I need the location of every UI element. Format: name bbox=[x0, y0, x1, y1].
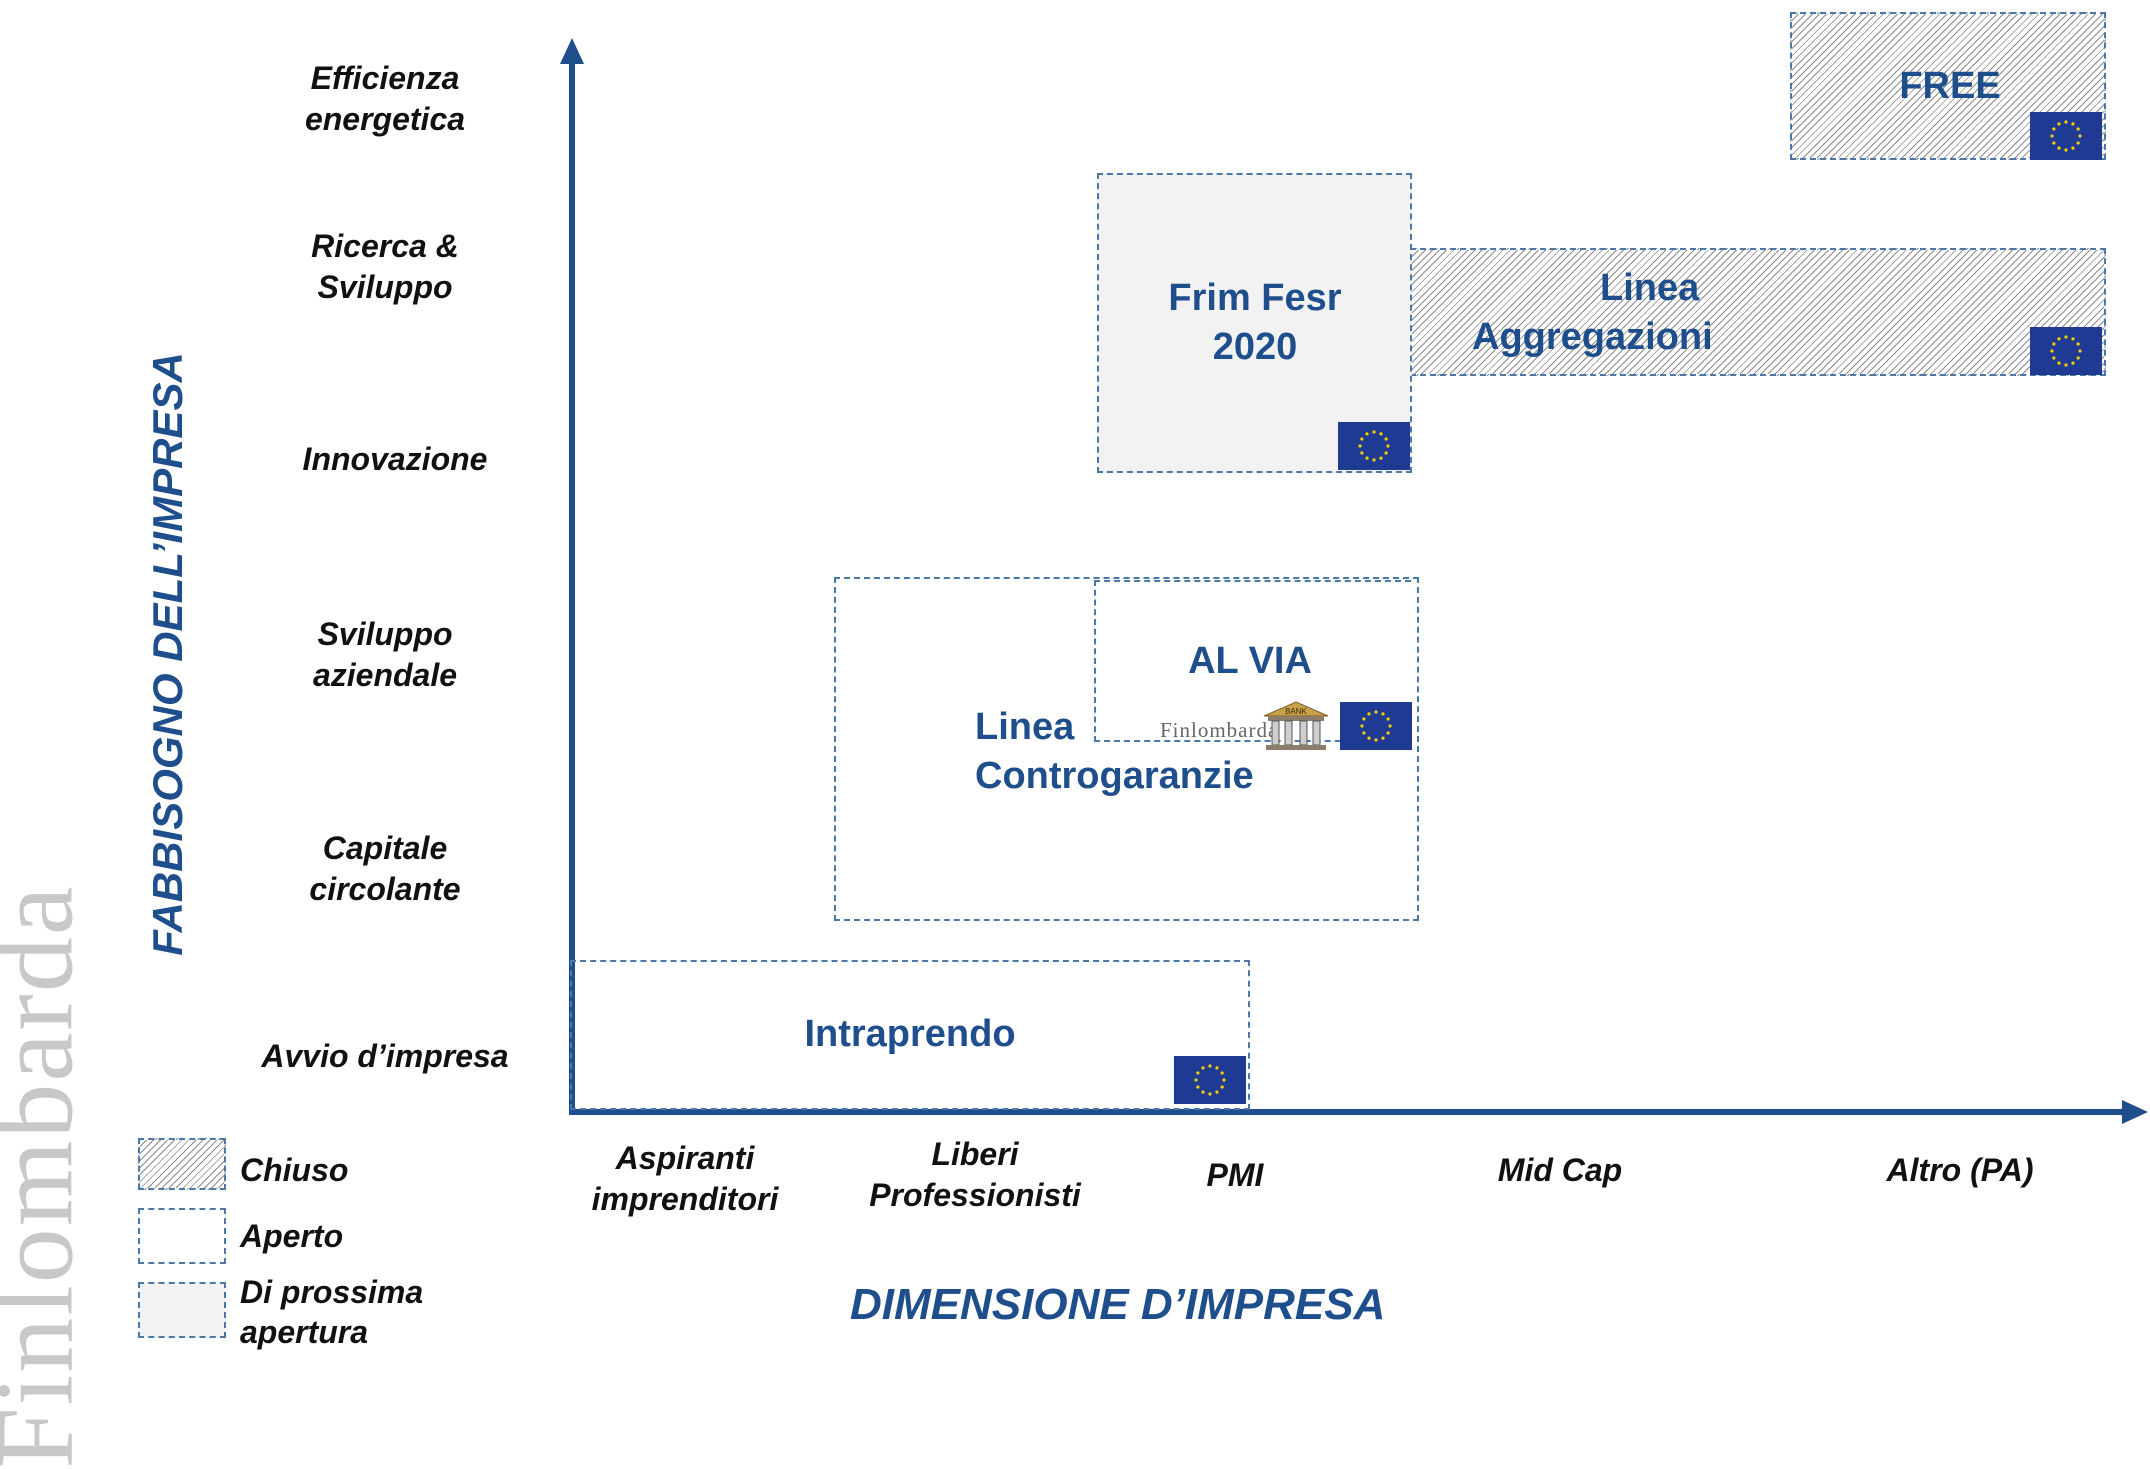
eu-star bbox=[1388, 724, 1392, 728]
eu-star bbox=[2064, 120, 2068, 124]
eu-star bbox=[2057, 361, 2061, 365]
bank-icon: BANK bbox=[1263, 701, 1329, 750]
eu-star bbox=[2052, 127, 2056, 131]
eu-star bbox=[1372, 430, 1376, 434]
legend-swatch-open bbox=[138, 1208, 226, 1264]
eu-star bbox=[2057, 337, 2061, 341]
eu-star bbox=[1384, 437, 1388, 441]
y-category-ricerca: Ricerca &Sviluppo bbox=[311, 228, 459, 305]
x-category-pmi: PMI bbox=[1206, 1157, 1264, 1193]
eu-star bbox=[2064, 335, 2068, 339]
eu-star bbox=[1367, 712, 1371, 716]
eu-star bbox=[2076, 356, 2080, 360]
svg-text:BANK: BANK bbox=[1285, 707, 1307, 716]
legend-swatch-soon bbox=[138, 1282, 226, 1338]
eu-star bbox=[1196, 1085, 1200, 1089]
eu-star bbox=[1365, 432, 1369, 436]
eu-star bbox=[1386, 444, 1390, 448]
eu-star bbox=[2057, 146, 2061, 150]
x-axis-arrow bbox=[2122, 1100, 2148, 1124]
eu-star bbox=[2071, 146, 2075, 150]
eu-star bbox=[1374, 738, 1378, 742]
eu-star bbox=[1222, 1078, 1226, 1082]
eu-star bbox=[1360, 724, 1364, 728]
finlombarda-small-logo: Finlombarda bbox=[1160, 718, 1279, 742]
eu-star bbox=[1360, 451, 1364, 455]
x-axis-title: DIMENSIONE D’IMPRESA bbox=[850, 1280, 1386, 1329]
x-category-midcap: Mid Cap bbox=[1497, 1152, 1623, 1188]
eu-star bbox=[1220, 1071, 1224, 1075]
eu-star bbox=[1379, 432, 1383, 436]
eu-star bbox=[1372, 458, 1376, 462]
eu-star bbox=[1358, 444, 1362, 448]
eu-star bbox=[1194, 1078, 1198, 1082]
eu-star bbox=[1365, 456, 1369, 460]
program-alvia[interactable] bbox=[1094, 580, 1411, 742]
eu-star bbox=[2071, 361, 2075, 365]
eu-star bbox=[2064, 363, 2068, 367]
y-axis-arrow bbox=[560, 38, 584, 64]
eu-flag-icon bbox=[2030, 112, 2102, 160]
eu-star bbox=[1362, 717, 1366, 721]
y-category-avvio: Avvio d’impresa bbox=[261, 1038, 509, 1074]
eu-star bbox=[1367, 736, 1371, 740]
eu-star bbox=[1215, 1090, 1219, 1094]
eu-star bbox=[1201, 1090, 1205, 1094]
legend-label-closed: Chiuso bbox=[240, 1152, 349, 1188]
program-free-label: FREE bbox=[1899, 65, 2001, 107]
eu-star bbox=[2064, 148, 2068, 152]
eu-star bbox=[1220, 1085, 1224, 1089]
program-intraprendo[interactable] bbox=[570, 960, 1250, 1110]
eu-flag-icon bbox=[1174, 1056, 1246, 1104]
eu-star bbox=[1381, 712, 1385, 716]
eu-star bbox=[2052, 141, 2056, 145]
eu-star bbox=[2076, 141, 2080, 145]
eu-star bbox=[1208, 1092, 1212, 1096]
eu-star bbox=[1384, 451, 1388, 455]
eu-star bbox=[1386, 717, 1390, 721]
program-alvia-label: AL VIA bbox=[1188, 640, 1312, 682]
eu-star bbox=[2076, 342, 2080, 346]
program-aggregazioni[interactable] bbox=[1410, 248, 2106, 376]
eu-star bbox=[1362, 731, 1366, 735]
eu-star bbox=[2057, 122, 2061, 126]
eu-star bbox=[2052, 342, 2056, 346]
eu-star bbox=[1386, 731, 1390, 735]
eu-star bbox=[1360, 437, 1364, 441]
eu-star bbox=[1208, 1064, 1212, 1068]
program-intraprendo-label: Intraprendo bbox=[804, 1013, 1016, 1055]
legend-label-open: Aperto bbox=[240, 1218, 344, 1254]
eu-star bbox=[1215, 1066, 1219, 1070]
eu-star bbox=[1379, 456, 1383, 460]
eu-star bbox=[1374, 710, 1378, 714]
eu-flag-icon bbox=[1338, 422, 1410, 470]
eu-star bbox=[2078, 349, 2082, 353]
eu-star bbox=[1201, 1066, 1205, 1070]
eu-flag-icon bbox=[1340, 702, 1412, 750]
eu-star bbox=[1196, 1071, 1200, 1075]
eu-star bbox=[2052, 356, 2056, 360]
eu-star bbox=[2076, 127, 2080, 131]
y-category-innovazione: Innovazione bbox=[302, 441, 488, 477]
eu-star bbox=[1381, 736, 1385, 740]
eu-star bbox=[2071, 122, 2075, 126]
program-controgaranzie[interactable] bbox=[834, 577, 1419, 921]
eu-flag-icon bbox=[2030, 327, 2102, 375]
axes bbox=[560, 38, 2148, 1124]
eu-star bbox=[2078, 134, 2082, 138]
eu-star bbox=[2071, 337, 2075, 341]
eu-star bbox=[2050, 349, 2054, 353]
eu-star bbox=[2050, 134, 2054, 138]
program-aggregazioni-label: Linea Aggregazioni bbox=[1472, 267, 1713, 358]
x-category-altro: Altro (PA) bbox=[1886, 1152, 2034, 1188]
legend-swatch-closed bbox=[138, 1138, 226, 1190]
